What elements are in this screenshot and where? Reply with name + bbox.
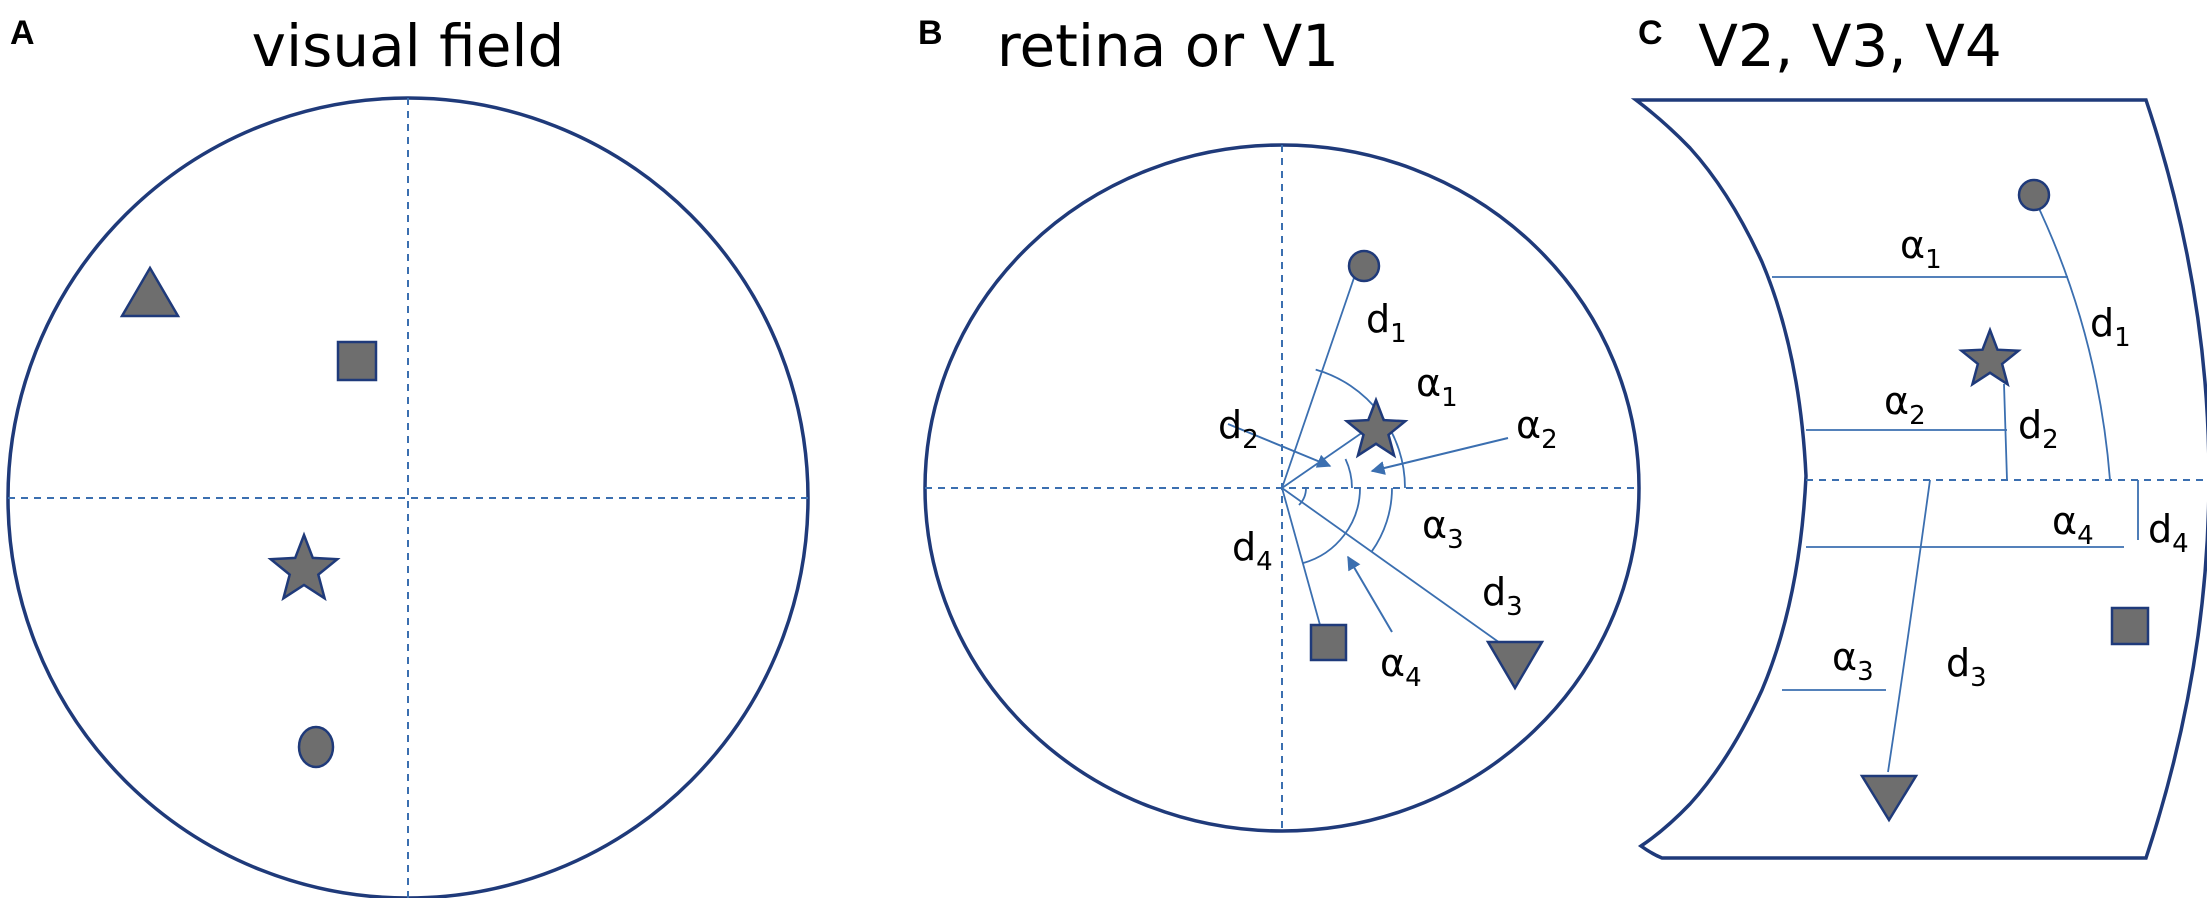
panel-b-triangle bbox=[1485, 640, 1545, 691]
panel-b-label-alpha3: α3 bbox=[1422, 503, 1464, 555]
panel-c-curve-d3 bbox=[1887, 479, 1931, 773]
panel-c-cortex-outline bbox=[1630, 98, 2207, 860]
panel-a-title: visual field bbox=[252, 12, 565, 80]
panel-c-circle bbox=[2017, 178, 2051, 212]
panel-b-radius-triangle bbox=[1281, 487, 1501, 644]
panel-b-radius-square bbox=[1281, 487, 1321, 626]
panel-c: C V2, V3, V4 α1 d1 α2 d2 α4 d4 α3 d3 bbox=[1630, 12, 2207, 860]
panel-c-square bbox=[2110, 606, 2150, 646]
panel-a-circle bbox=[297, 725, 335, 769]
panel-a-square bbox=[336, 340, 378, 382]
panel-c-label-alpha2: α2 bbox=[1884, 379, 1926, 431]
panel-b-arrow-d2 bbox=[1227, 423, 1332, 468]
panel-b-arc-alpha4 bbox=[1302, 487, 1361, 564]
panel-b-star bbox=[1343, 396, 1409, 459]
panel-b-arc-alpha3 bbox=[1370, 487, 1393, 553]
panel-b-label-alpha2: α2 bbox=[1516, 403, 1558, 455]
panel-b-title: retina or V1 bbox=[997, 12, 1339, 80]
panel-b-arrow-alpha4 bbox=[1347, 555, 1393, 633]
panel-a-letter: A bbox=[10, 14, 35, 52]
panel-b-label-d4: d4 bbox=[1232, 525, 1273, 577]
panel-b-label-d1: d1 bbox=[1366, 297, 1407, 349]
panel-b-label-d2: d2 bbox=[1218, 403, 1259, 455]
panel-c-letter: C bbox=[1638, 14, 1663, 52]
panel-b-label-d3: d3 bbox=[1482, 570, 1523, 622]
panel-c-label-d3: d3 bbox=[1946, 641, 1987, 693]
panel-a: A visual field bbox=[6, 12, 810, 898]
panel-c-curve-d1 bbox=[2033, 197, 2111, 481]
panel-c-label-alpha1: α1 bbox=[1900, 223, 1942, 275]
panel-b: B retina or V1 d1 α1 d2 α2 α3 d4 d3 α4 bbox=[918, 12, 1641, 833]
panel-c-label-alpha4: α4 bbox=[2052, 499, 2094, 551]
panel-c-label-d1: d1 bbox=[2090, 301, 2131, 353]
panel-b-radius-circle bbox=[1281, 271, 1357, 489]
panel-b-square bbox=[1309, 623, 1348, 662]
panel-b-radius-star bbox=[1281, 429, 1367, 489]
panel-c-label-d4: d4 bbox=[2148, 507, 2189, 559]
panel-a-triangle bbox=[119, 265, 181, 318]
panel-a-star bbox=[267, 531, 341, 602]
panel-b-label-alpha1: α1 bbox=[1416, 361, 1458, 413]
panel-b-label-alpha4: α4 bbox=[1380, 641, 1422, 693]
panel-b-arc-d4 bbox=[1298, 487, 1307, 506]
panel-b-circle bbox=[1347, 249, 1381, 283]
panel-c-label-d2: d2 bbox=[2018, 403, 2059, 455]
panel-c-triangle bbox=[1859, 774, 1919, 823]
panel-c-title: V2, V3, V4 bbox=[1698, 12, 2001, 80]
panel-c-label-alpha3: α3 bbox=[1832, 635, 1874, 687]
panel-b-letter: B bbox=[918, 14, 943, 52]
panel-c-star bbox=[1958, 326, 2022, 388]
panel-c-curve-d2 bbox=[2003, 383, 2008, 481]
panel-b-arc-alpha2 bbox=[1344, 458, 1353, 489]
panel-b-arrow-alpha2 bbox=[1370, 437, 1509, 475]
